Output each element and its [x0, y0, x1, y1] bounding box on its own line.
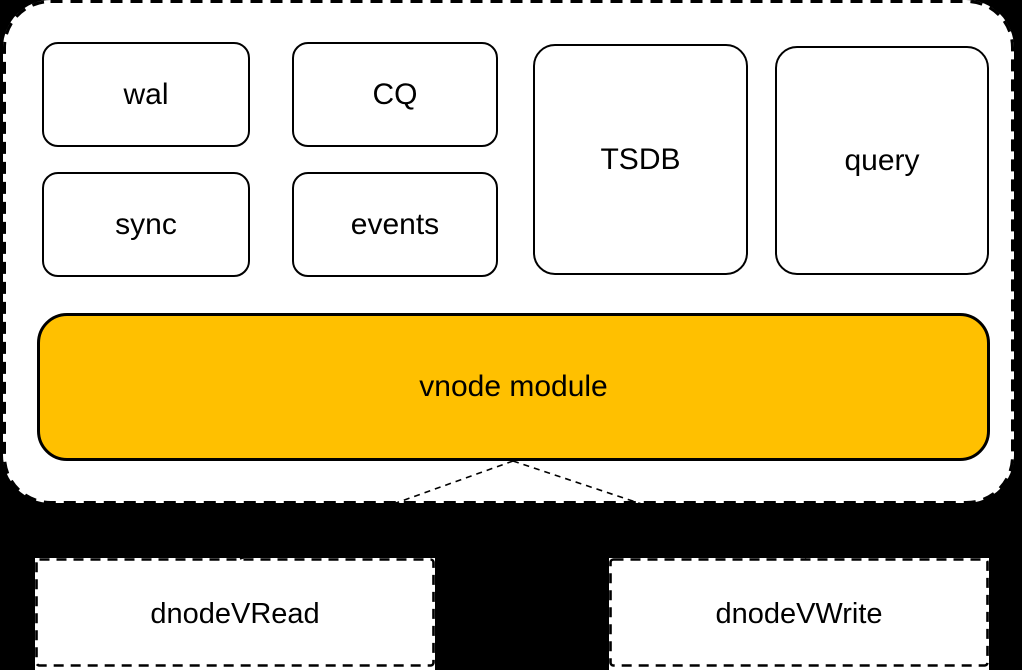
module-label-events: events: [350, 207, 440, 241]
module-label-query: query: [844, 143, 920, 177]
module-box-query: query: [775, 46, 989, 275]
module-label-cq: CQ: [372, 77, 418, 111]
vnode-module-bar: vnode module: [37, 313, 990, 461]
dnode-vread-label: dnodeVRead: [150, 597, 320, 630]
vnode-module-label: vnode module: [419, 370, 608, 403]
module-box-sync: sync: [42, 172, 250, 277]
dnode-vwrite-label: dnodeVWrite: [715, 597, 883, 630]
dnode-vwrite-box: dnodeVWrite: [609, 558, 989, 670]
module-box-cq: CQ: [292, 42, 498, 147]
module-label-tsdb: TSDB: [600, 142, 681, 176]
module-box-tsdb: TSDB: [533, 44, 748, 275]
module-label-sync: sync: [115, 207, 177, 241]
module-box-wal: wal: [42, 42, 250, 147]
module-box-events: events: [292, 172, 498, 277]
module-label-wal: wal: [123, 77, 169, 111]
dnode-vread-box: dnodeVRead: [35, 558, 435, 670]
